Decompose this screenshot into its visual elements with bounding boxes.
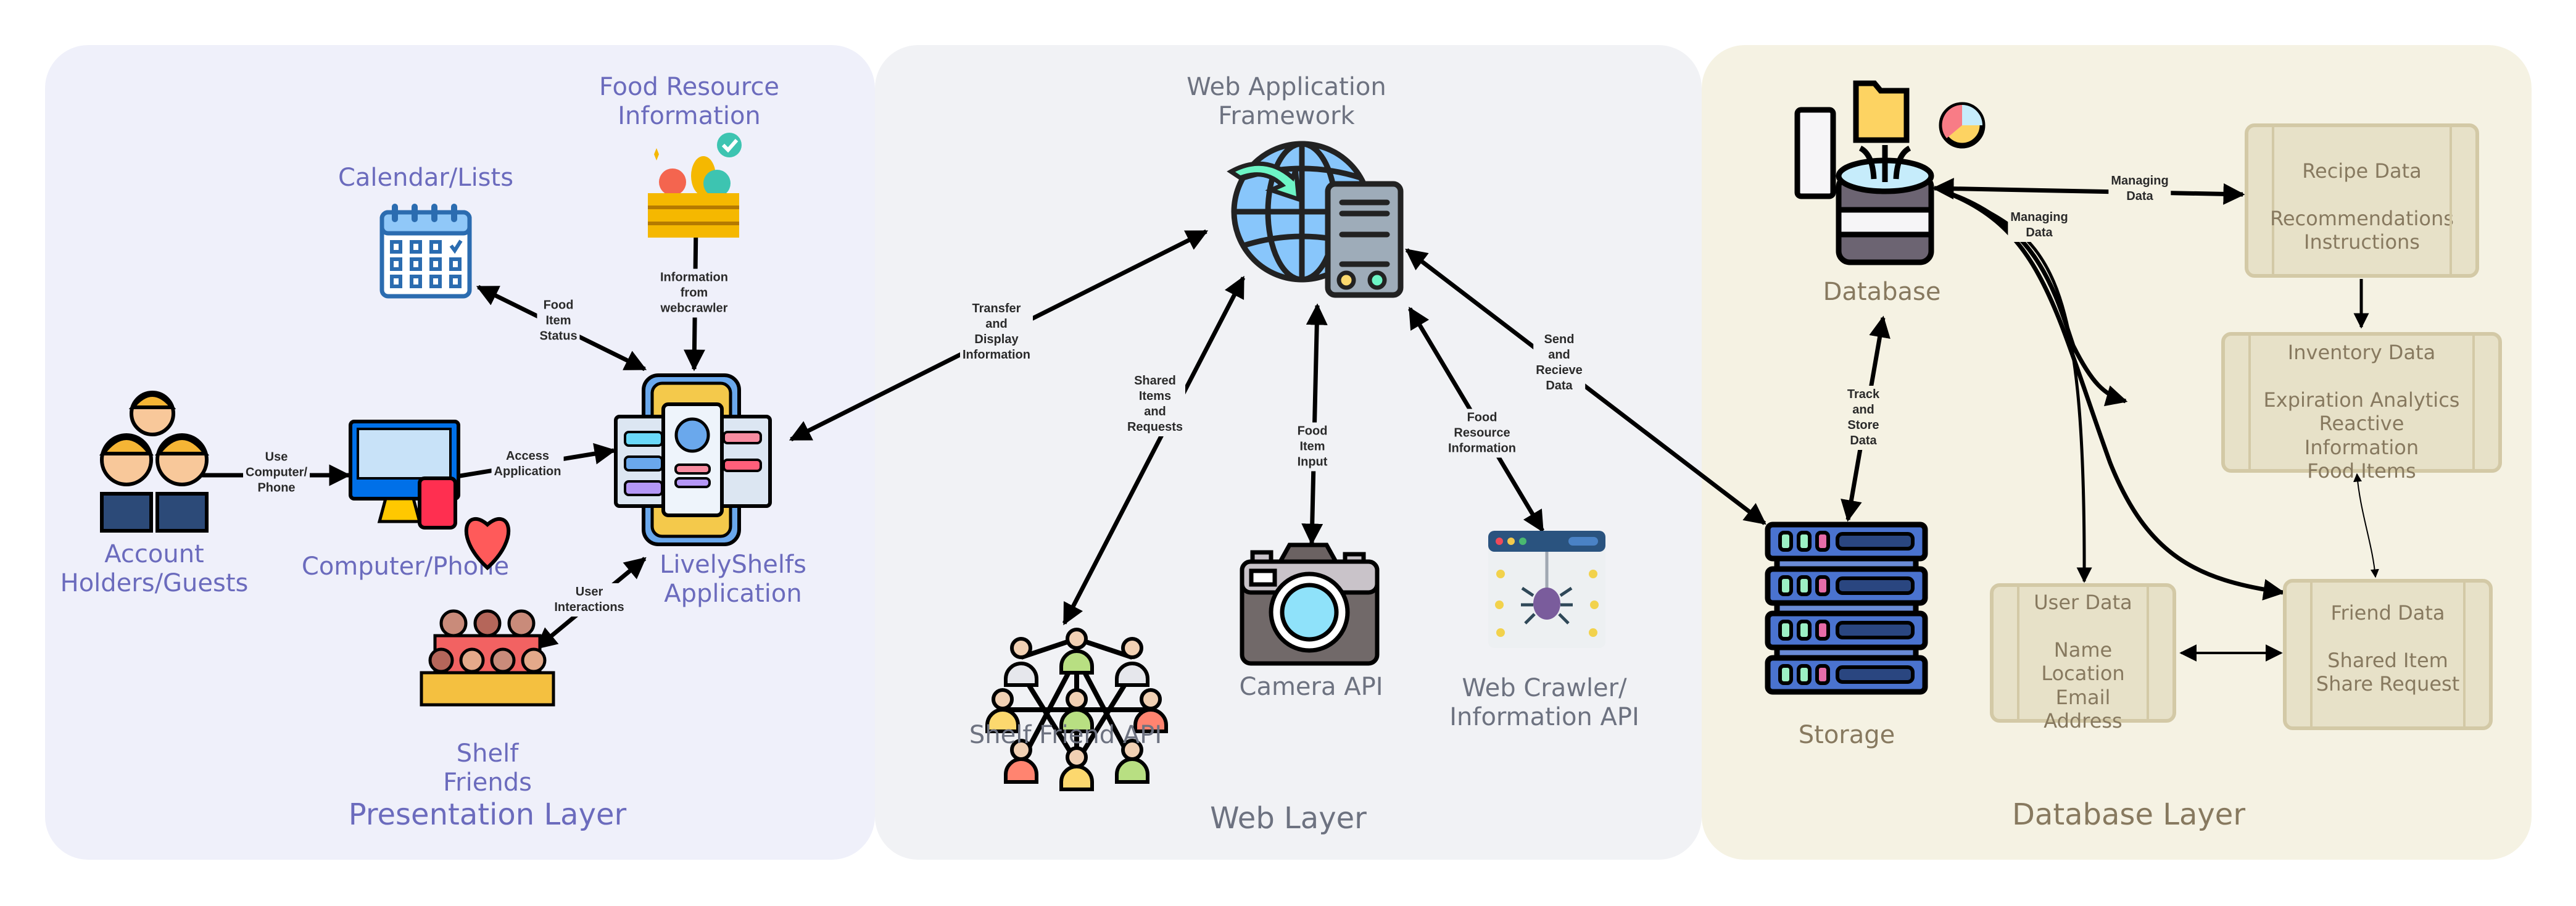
camera-icon [1240,542,1380,666]
edge-label-managing-data-recipe: Managing Data [2108,172,2171,206]
edge-label-use-computer-phone: Use Computer/ Phone [243,448,310,497]
friend-data-box[interactable]: Friend Data Shared Item Share Request [2283,579,2493,730]
edge-label-access-application: Access Application [491,447,564,481]
edge-label-transfer-display-info: Transfer and Display Information [960,300,1033,364]
shelf-friends-label: Shelf Friends [443,739,532,797]
storage-server-rack-icon [1765,522,1928,695]
edge-label-info-from-webcrawler: Information from webcrawler [658,268,731,318]
edge-label-send-receive-data: Send and Recieve Data [1533,331,1585,395]
database-layer-title: Database Layer [2011,797,2246,832]
web-app-framework-label: Web Application Framework [1187,73,1386,131]
users-group-icon [99,391,210,533]
presentation-layer-title: Presentation Layer [348,797,627,832]
web-crawler-spider-icon [1488,531,1605,648]
friend-data-text: Friend Data Shared Item Share Request [2316,601,2460,696]
food-resource-info-label: Food Resource Information [598,73,780,131]
camera-api-label: Camera API [1239,673,1383,701]
edge-label-food-item-status: Food Item Status [537,296,580,346]
database-label: Database [1823,278,1941,306]
recipe-data-text: Recipe Data Recommendations Instructions [2270,159,2454,254]
shelf-friend-api-label: Shelf Friend API [969,721,1162,749]
arrow-framework-storage [1405,248,1766,525]
livelyshelfs-app-label: LivelyShelfs Application [660,551,806,609]
edge-label-managing-data-others: Managing Data [2008,209,2071,242]
user-data-box[interactable]: User Data Name Location Email Address [1990,583,2176,733]
computer-phone-icon [349,420,460,530]
edge-label-user-interactions: User Interactions [552,583,627,617]
web-layer-title: Web Layer [1210,801,1367,836]
arrow-inventory-friend [2353,473,2379,578]
calendar-lists-label: Calendar/Lists [338,164,514,192]
edge-label-food-resource-information: Food Resource Information [1446,409,1518,458]
web-crawler-api-label: Web Crawler/ Information API [1449,674,1639,732]
edge-label-track-store-data: Track and Store Data [1844,386,1882,450]
database-cylinder-icon [1794,80,1986,265]
computer-phone-label: Computer/Phone [301,552,510,581]
food-crate-icon [648,133,742,238]
edge-label-food-item-input: Food Item Input [1294,422,1330,472]
arrow-framework-shelffriend [1062,275,1246,626]
inventory-data-box[interactable]: Inventory Data Expiration Analytics Reac… [2221,332,2502,483]
edge-label-shared-items-requests: Shared Items and Requests [1124,372,1186,436]
arrow-database-recipe [1932,178,2245,205]
storage-label: Storage [1798,721,1895,749]
globe-server-icon [1227,141,1404,298]
friends-group-icon [420,517,555,707]
calendar-icon [379,204,472,299]
recipe-data-box[interactable]: Recipe Data Recommendations Instructions [2245,123,2479,278]
network-people-icon [985,628,1168,791]
account-holders-label: Account Holders/Guests [60,540,249,598]
user-data-text: User Data Name Location Email Address [2034,591,2132,733]
inventory-data-text: Inventory Data Expiration Analytics Reac… [2263,341,2460,483]
arrow-database-userdata [1943,189,2092,583]
mobile-app-icon [614,373,772,546]
